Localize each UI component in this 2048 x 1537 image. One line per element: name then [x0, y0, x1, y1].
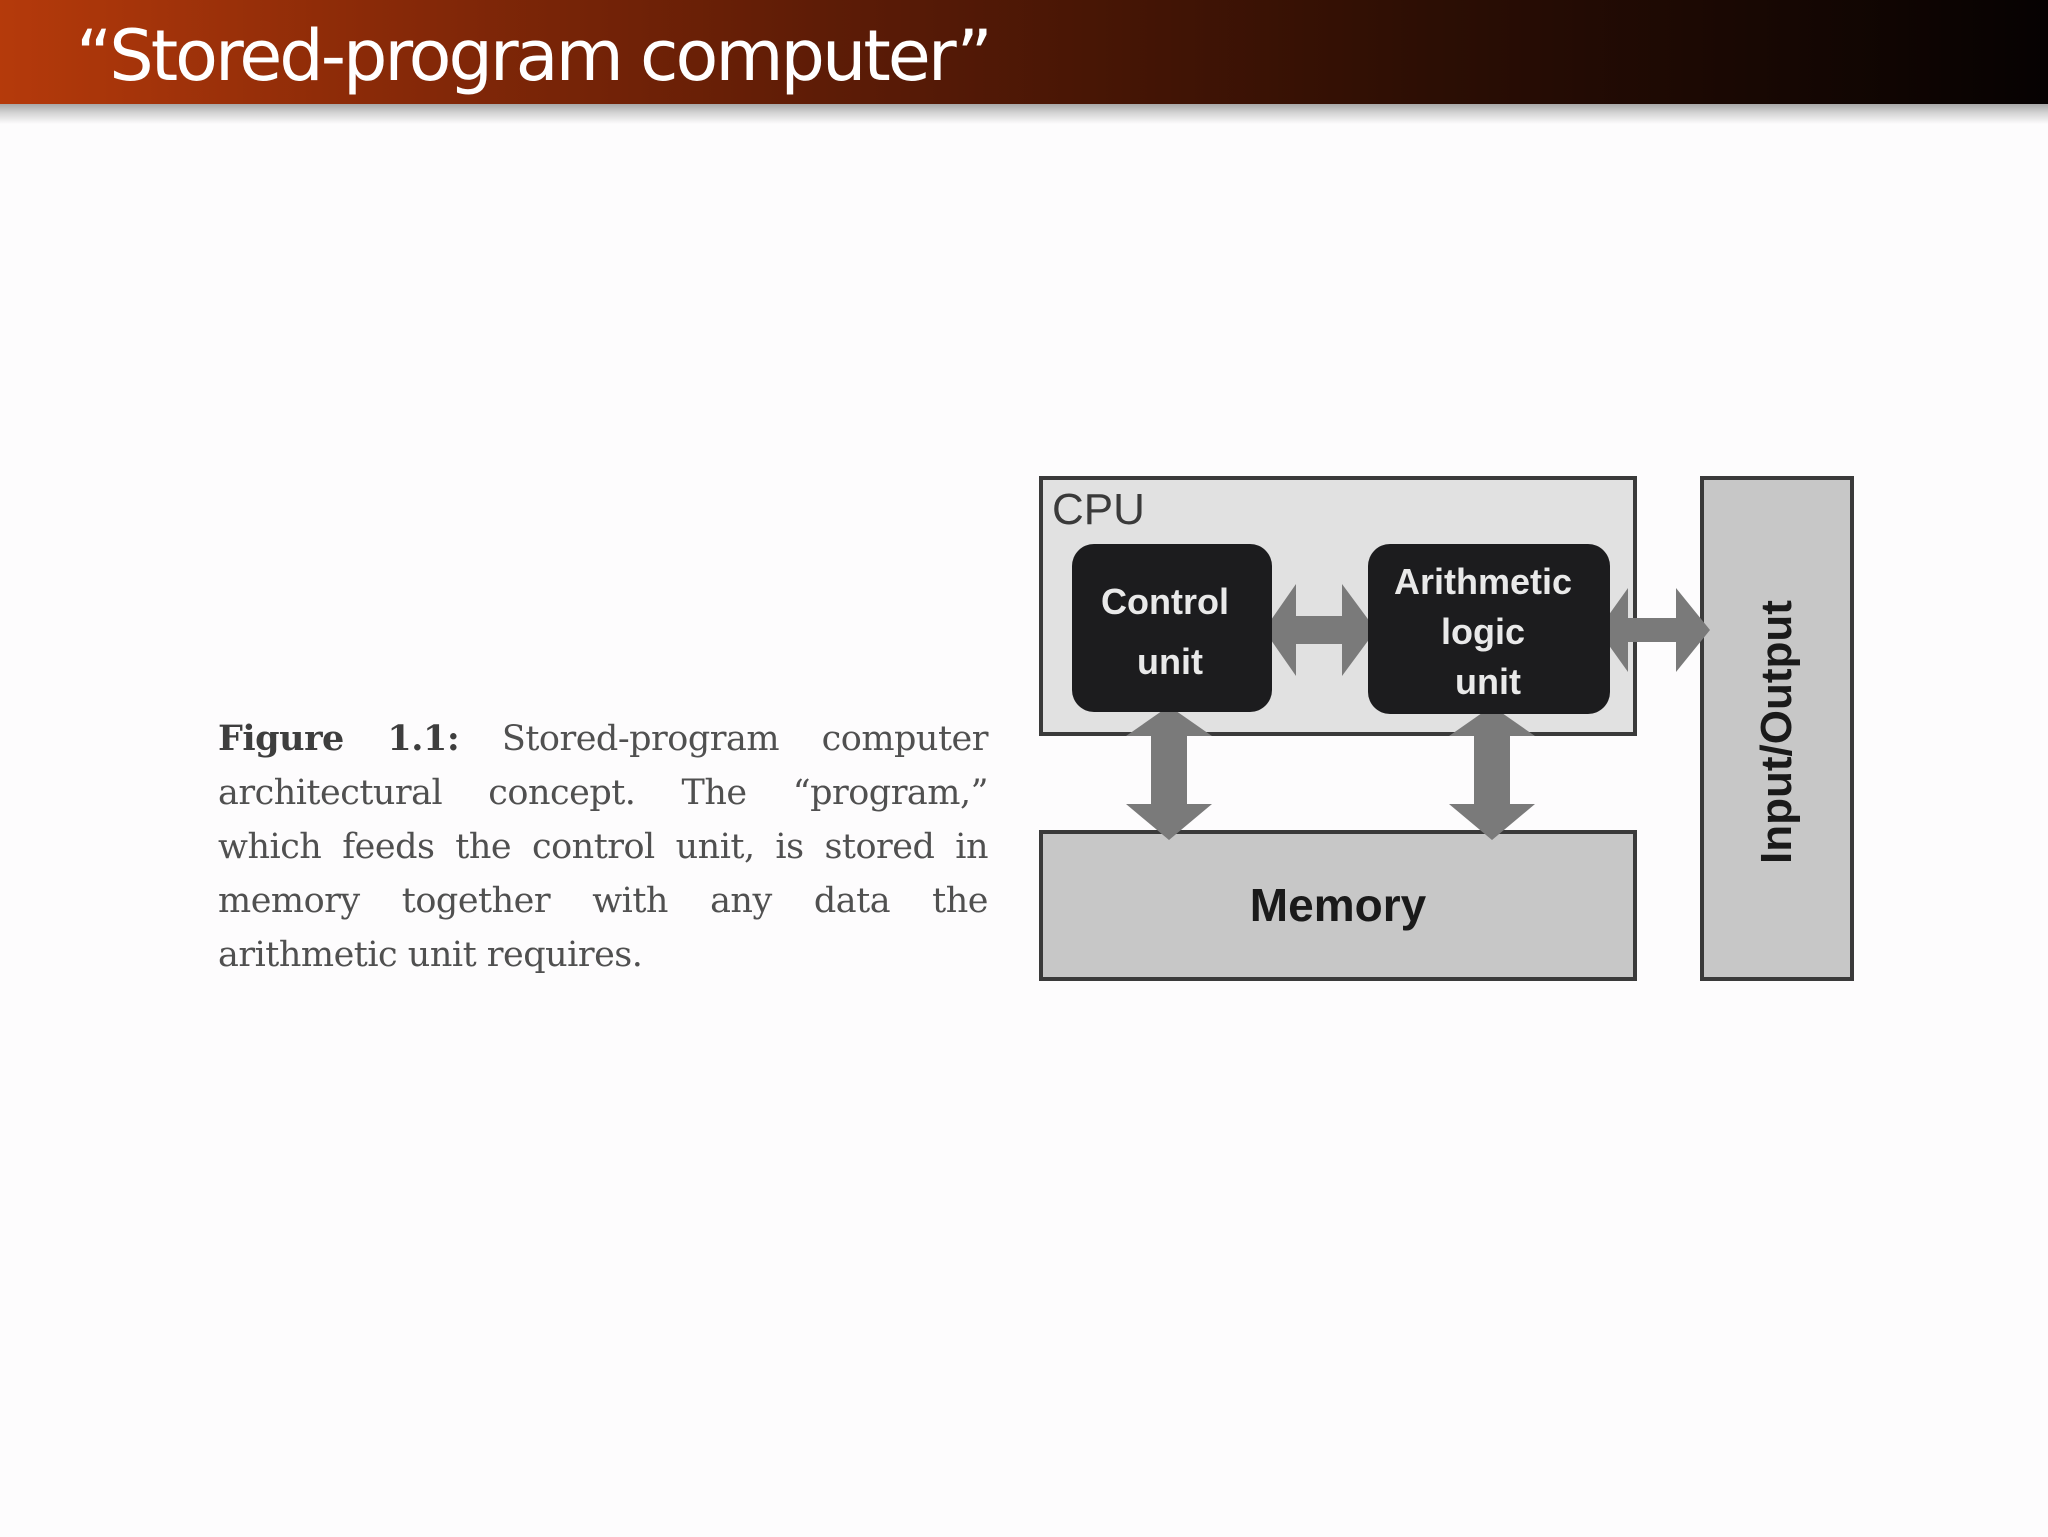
title-bar: “Stored-program computer”	[0, 0, 2048, 104]
alu-memory-arrow	[1449, 706, 1535, 840]
title-bar-shadow	[0, 104, 2048, 124]
slide-title: “Stored-program computer”	[76, 15, 993, 97]
cpu-label: CPU	[1052, 485, 1145, 534]
figure-caption-text: Stored-program computer architectural co…	[218, 719, 989, 975]
memory-label: Memory	[1250, 879, 1427, 931]
alu-label-line-2: logic	[1441, 611, 1525, 652]
alu-label-line-1: Arithmetic	[1394, 561, 1572, 602]
memory-box	[1039, 830, 1637, 981]
architecture-diagram: CPU Memory Input/Output Control unit Ari…	[1036, 474, 1856, 982]
control-unit-label-line-2: unit	[1137, 641, 1203, 682]
alu-io-arrow	[1598, 588, 1710, 672]
figure-caption: Figure 1.1: Stored-program computer arch…	[218, 712, 989, 982]
control-unit-label: Control unit	[1101, 581, 1239, 682]
control-unit-box	[1072, 544, 1272, 712]
io-box	[1700, 476, 1854, 981]
alu-box	[1368, 544, 1610, 714]
control-memory-arrow	[1126, 706, 1212, 840]
control-alu-arrow	[1264, 584, 1376, 676]
alu-label-line-3: unit	[1455, 661, 1521, 702]
control-unit-label-line-1: Control	[1101, 581, 1229, 622]
io-label: Input/Output	[1752, 600, 1801, 864]
architecture-diagram-svg: CPU Memory Input/Output Control unit Ari…	[1039, 476, 1854, 981]
alu-label: Arithmetic logic unit	[1394, 561, 1582, 702]
figure-label: Figure 1.1:	[218, 718, 460, 759]
